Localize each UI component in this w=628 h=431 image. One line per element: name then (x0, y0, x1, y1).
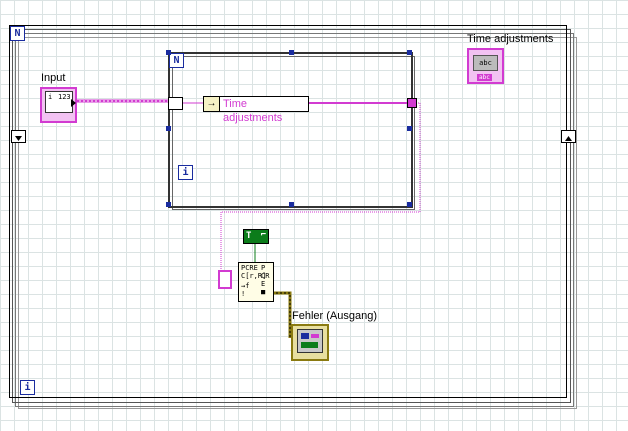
resize-handle[interactable] (289, 202, 294, 207)
true-constant[interactable]: T ⌐ (243, 229, 269, 244)
time-adjustments-indicator[interactable]: abc abc (467, 48, 504, 84)
input-cluster-control[interactable]: i 123 (40, 87, 77, 123)
cluster-icon-i: i (48, 93, 53, 101)
error-cluster-icon (297, 329, 323, 353)
resize-handle[interactable] (407, 126, 412, 131)
shift-register-left[interactable] (11, 130, 26, 143)
outer-loop-iteration-terminal[interactable]: i (20, 380, 35, 395)
outer-loop-count-terminal[interactable]: N (10, 26, 25, 41)
resize-handle[interactable] (289, 50, 294, 55)
input-label: Input (41, 72, 66, 84)
outer-loop-frame-shadow-1 (12, 29, 571, 403)
output-tunnel[interactable] (407, 98, 417, 108)
func-line-3: →f (241, 282, 250, 290)
unbundle-by-name-node[interactable]: → Time adjustments (203, 96, 309, 124)
resize-handle[interactable] (166, 50, 171, 55)
play-icon (71, 99, 76, 107)
cluster-icon: i 123 (45, 91, 73, 113)
inner-loop-iteration-terminal[interactable]: i (178, 165, 193, 180)
chevron-down-icon (15, 136, 22, 141)
function-input-terminal[interactable] (218, 270, 232, 289)
func-line-1: PCRE (241, 264, 258, 272)
string-wire[interactable] (220, 102, 421, 272)
string-icon: abc (473, 55, 498, 71)
func-line-2: C[r,R] (241, 272, 267, 280)
time-adjustments-label: Time adjustments (467, 33, 554, 45)
shift-register-right[interactable] (561, 130, 576, 143)
unbundle-element-name: Time adjustments (223, 98, 283, 124)
error-out-label: Fehler (Ausgang) (292, 310, 377, 322)
error-wire[interactable] (272, 291, 292, 338)
resize-handle[interactable] (407, 202, 412, 207)
string-type-icon: abc (477, 74, 492, 81)
outer-loop-frame[interactable] (9, 25, 567, 398)
inner-loop-frame-shadow (172, 56, 415, 210)
resize-handle[interactable] (166, 126, 171, 131)
chevron-up-icon (565, 136, 572, 141)
arrow-right-icon: → (204, 97, 220, 111)
cluster-icon-number: 123 (58, 93, 71, 101)
func-line-4: ! (241, 290, 246, 298)
resize-handle[interactable] (166, 202, 171, 207)
outer-loop-frame-shadow-3 (18, 37, 577, 409)
true-constant-value: T (246, 231, 252, 241)
resize-handle[interactable] (407, 50, 412, 55)
bool-icon: ⌐ (260, 230, 266, 240)
outer-loop-frame-shadow-2 (15, 33, 574, 407)
input-tunnel[interactable] (168, 97, 183, 110)
inner-loop-count-terminal[interactable]: N (169, 53, 184, 68)
error-out-indicator[interactable] (291, 324, 329, 361)
